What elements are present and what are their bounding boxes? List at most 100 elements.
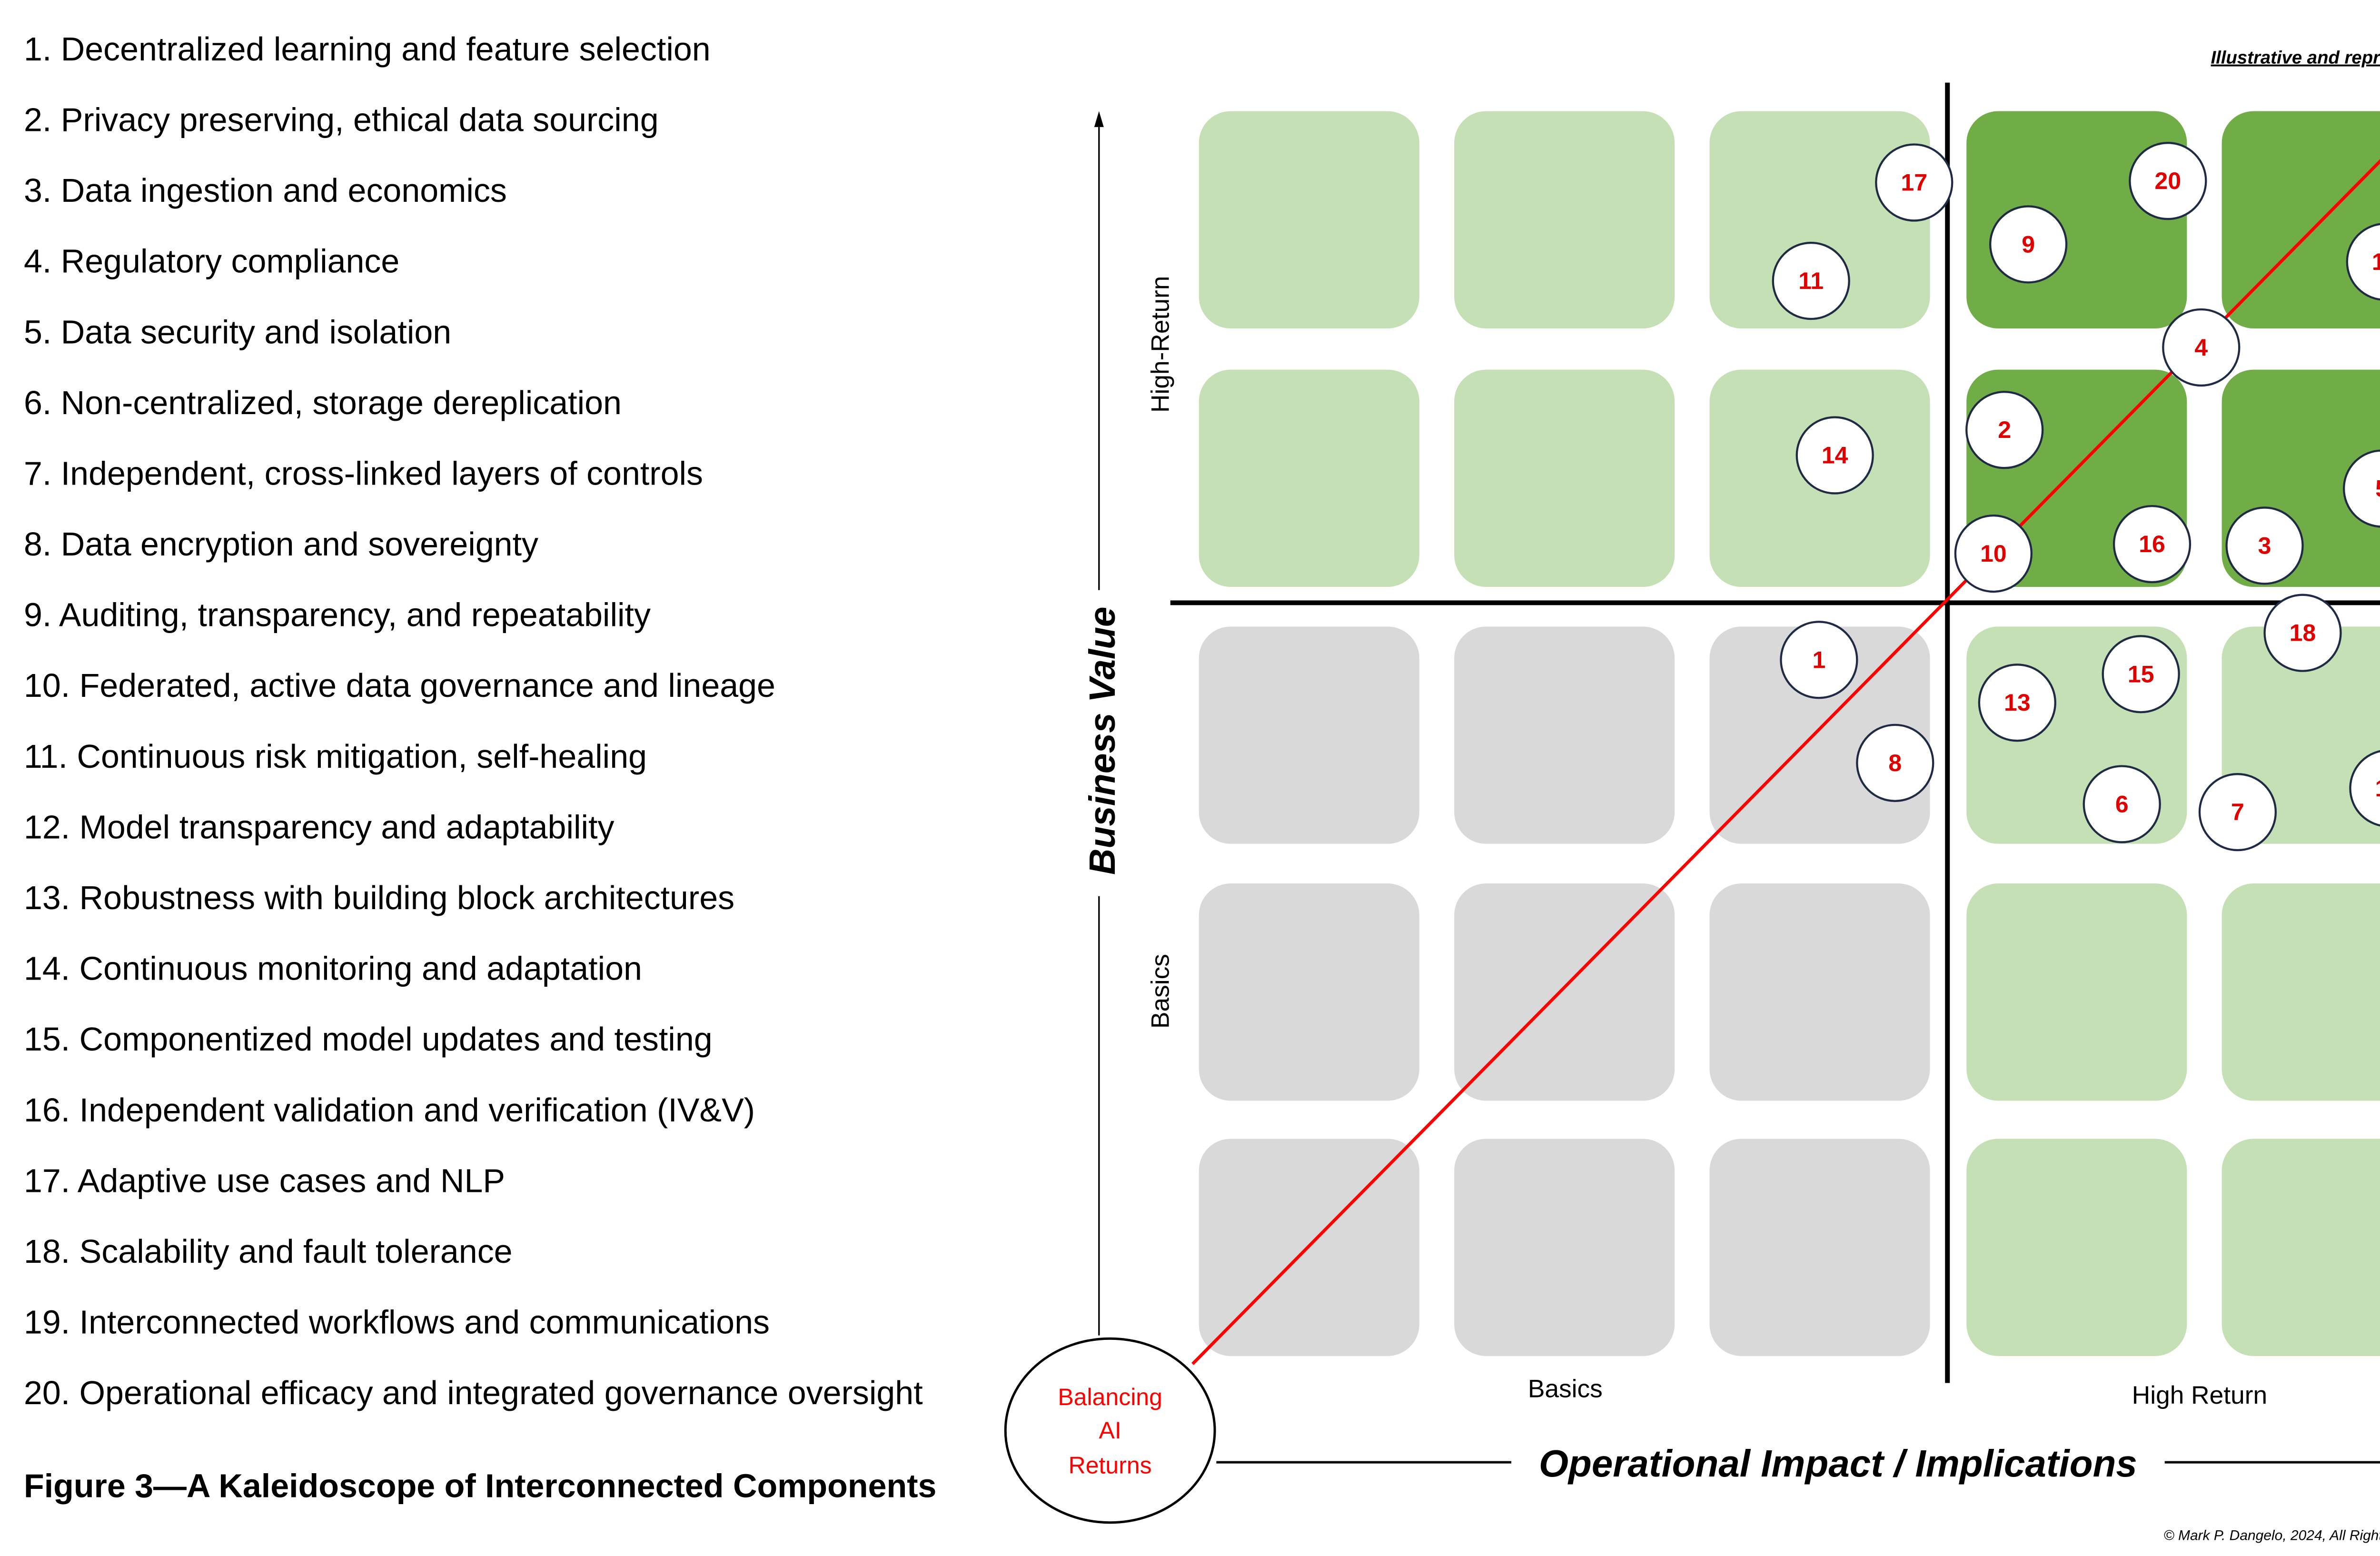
- grid-tile: [1199, 626, 1419, 844]
- component-marker: 11: [1772, 241, 1850, 320]
- list-item: 4. Regulatory compliance: [24, 243, 399, 280]
- marker-circle: [1795, 416, 1874, 495]
- marker-number: 15: [2128, 661, 2154, 687]
- component-marker: 20: [2129, 142, 2207, 220]
- marker-circle: [2346, 223, 2380, 301]
- component-list: 1. Decentralized learning and feature se…: [24, 30, 923, 1411]
- marker-number: 1: [1812, 646, 1825, 673]
- marker-circle: [1965, 391, 2044, 469]
- illustrative-note: Illustrative and representative: [2211, 48, 2380, 68]
- marker-number: 14: [1822, 442, 1848, 469]
- grid-tile: [2221, 111, 2380, 328]
- list-item: 18. Scalability and fault tolerance: [24, 1233, 513, 1270]
- grid-tile: [1454, 111, 1675, 328]
- grid-tile: [1709, 1139, 1930, 1356]
- x-axis-title: Operational Impact / Implications: [1539, 1442, 2137, 1485]
- grid-tile: [1709, 883, 1930, 1101]
- y-high-label: High-Return: [1146, 276, 1174, 413]
- component-marker: 18: [2263, 594, 2342, 672]
- marker-number: 4: [2194, 334, 2208, 361]
- component-marker: 4: [2162, 308, 2241, 387]
- component-marker: 19: [2346, 223, 2380, 301]
- component-marker: 5: [2343, 449, 2380, 528]
- grid-tile: [1199, 111, 1419, 328]
- list-item: 12. Model transparency and adaptability: [24, 808, 615, 845]
- marker-circle: [1989, 205, 2068, 284]
- list-item: 15. Componentized model updates and test…: [24, 1021, 713, 1058]
- marker-circle: [2129, 142, 2207, 220]
- marker-number: 16: [2139, 531, 2165, 557]
- list-item: 2. Privacy preserving, ethical data sour…: [24, 101, 659, 139]
- list-item: 13. Robustness with building block archi…: [24, 879, 734, 916]
- marker-layer: 1711141892019425101631813156712: [1772, 142, 2380, 852]
- list-item: 9. Auditing, transparency, and repeatabi…: [24, 596, 651, 634]
- origin-label-2: AI: [1099, 1417, 1121, 1444]
- list-item: 19. Interconnected workflows and communi…: [24, 1304, 770, 1341]
- y-axis-arrowhead: [1094, 111, 1104, 127]
- component-marker: 14: [1795, 416, 1874, 495]
- component-marker: 15: [2102, 635, 2180, 714]
- marker-circle: [2349, 750, 2380, 827]
- y-low-label: Basics: [1146, 954, 1174, 1029]
- origin-label-1: Balancing: [1058, 1384, 1162, 1410]
- marker-circle: [2225, 506, 2304, 585]
- list-item: 10. Federated, active data governance an…: [24, 667, 775, 704]
- list-item: 14. Continuous monitoring and adaptation: [24, 950, 642, 987]
- marker-number: 3: [2258, 532, 2271, 559]
- grid-tile: [1966, 883, 2187, 1101]
- figure-title: Figure 3—A Kaleidoscope of Interconnecte…: [24, 1467, 936, 1504]
- marker-number: 12: [2375, 775, 2380, 802]
- component-marker: 16: [2112, 505, 2192, 584]
- marker-number: 5: [2375, 475, 2380, 502]
- marker-circle: [2263, 594, 2342, 672]
- marker-number: 18: [2290, 620, 2316, 646]
- component-marker: 6: [2082, 765, 2161, 843]
- origin-label-3: Returns: [1069, 1452, 1152, 1478]
- x-low-label: Basics: [1528, 1375, 1603, 1403]
- list-item: 17. Adaptive use cases and NLP: [24, 1162, 505, 1199]
- component-marker: 13: [1978, 664, 2056, 742]
- marker-number: 17: [1901, 169, 1927, 196]
- marker-circle: [1875, 143, 1954, 222]
- list-item: 5. Data security and isolation: [24, 313, 451, 350]
- component-marker: 7: [2198, 773, 2277, 852]
- marker-number: 8: [1888, 750, 1902, 776]
- marker-circle: [2343, 449, 2380, 528]
- marker-number: 7: [2231, 799, 2244, 825]
- marker-number: 20: [2155, 168, 2182, 194]
- component-marker: 2: [1965, 391, 2044, 469]
- list-item: 3. Data ingestion and economics: [24, 172, 507, 209]
- list-item: 1. Decentralized learning and feature se…: [24, 30, 711, 68]
- marker-circle: [1954, 514, 2033, 593]
- component-marker: 8: [1856, 723, 1934, 802]
- marker-number: 19: [2372, 248, 2380, 275]
- grid-tile: [2221, 883, 2380, 1101]
- component-marker: 17: [1875, 143, 1954, 222]
- grid-tile: [1454, 369, 1675, 587]
- marker-circle: [2082, 765, 2161, 843]
- marker-number: 6: [2115, 791, 2129, 817]
- marker-number: 13: [2004, 689, 2031, 716]
- marker-circle: [1780, 621, 1858, 699]
- list-item: 8. Data encryption and sovereignty: [24, 525, 538, 563]
- marker-number: 9: [2022, 231, 2035, 258]
- component-marker: 9: [1989, 205, 2068, 284]
- marker-number: 11: [1798, 268, 1824, 294]
- x-high-label: High Return: [2132, 1381, 2267, 1409]
- component-marker: 3: [2225, 506, 2304, 585]
- marker-number: 10: [1980, 540, 2007, 567]
- origin-ellipse: [1004, 1337, 1216, 1524]
- grid-tile: [2221, 1139, 2380, 1356]
- grid-tile: [1199, 883, 1419, 1101]
- list-item: 20. Operational efficacy and integrated …: [24, 1374, 923, 1411]
- component-marker: 1: [1780, 621, 1858, 699]
- list-item: 11. Continuous risk mitigation, self-hea…: [24, 738, 647, 775]
- list-item: 16. Independent validation and verificat…: [24, 1091, 755, 1129]
- grid-tile: [1709, 111, 1930, 328]
- marker-circle: [2162, 308, 2241, 387]
- list-item: 6. Non-centralized, storage dereplicatio…: [24, 384, 622, 421]
- marker-circle: [1856, 723, 1934, 802]
- component-marker: 12: [2349, 750, 2380, 827]
- marker-circle: [1978, 664, 2056, 742]
